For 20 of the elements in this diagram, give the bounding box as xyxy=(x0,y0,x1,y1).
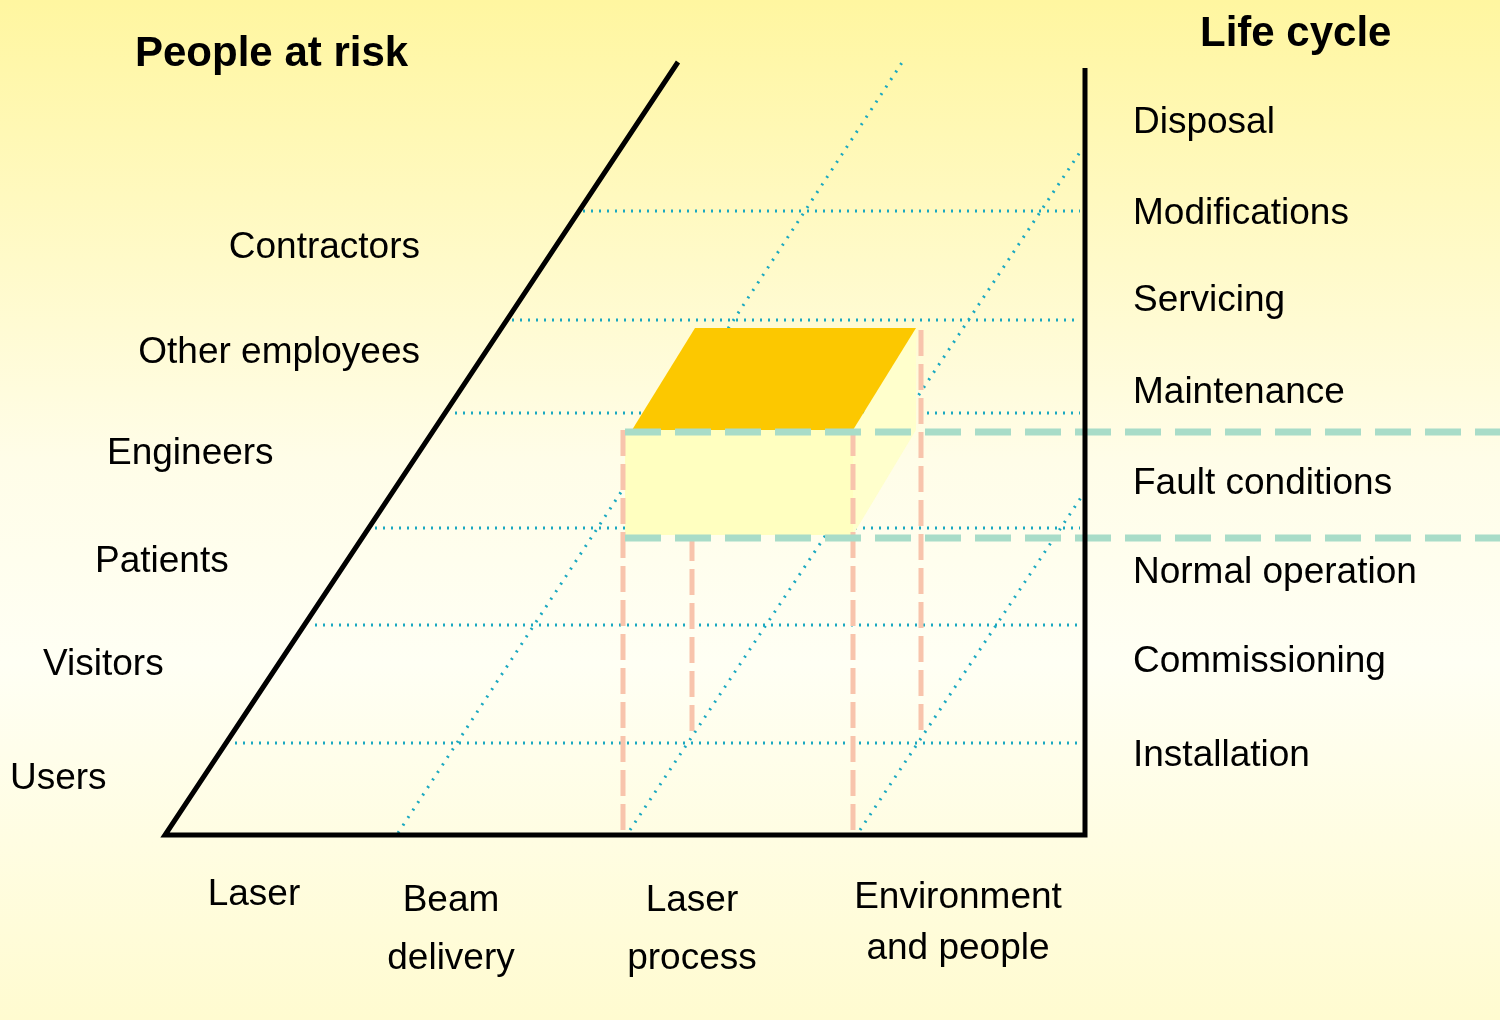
axis-label: Other employees xyxy=(138,330,420,373)
category-label: Beam delivery xyxy=(386,877,516,979)
axis-label: Commissioning xyxy=(1133,639,1386,682)
axis-label: Users xyxy=(10,756,107,799)
category-label: Laser process xyxy=(626,877,758,979)
axis-label: Installation xyxy=(1133,733,1310,776)
category-label: Environment and people xyxy=(853,874,1063,969)
axis-label: Visitors xyxy=(43,642,164,685)
axis-title: People at risk xyxy=(135,28,409,77)
axis-label: Servicing xyxy=(1133,278,1286,321)
axis-label: Patients xyxy=(95,539,229,582)
axis-label: Contractors xyxy=(228,225,420,268)
axis-label: Engineers xyxy=(107,431,274,474)
axis-label: Fault conditions xyxy=(1133,461,1393,504)
axis-label: Maintenance xyxy=(1133,370,1345,413)
axis-label: Modifications xyxy=(1133,191,1349,234)
axis-label: Normal operation xyxy=(1133,550,1417,593)
category-label: Laser xyxy=(206,871,302,915)
axis-label: Disposal xyxy=(1133,100,1275,143)
axis-title: Life cycle xyxy=(1200,8,1392,57)
